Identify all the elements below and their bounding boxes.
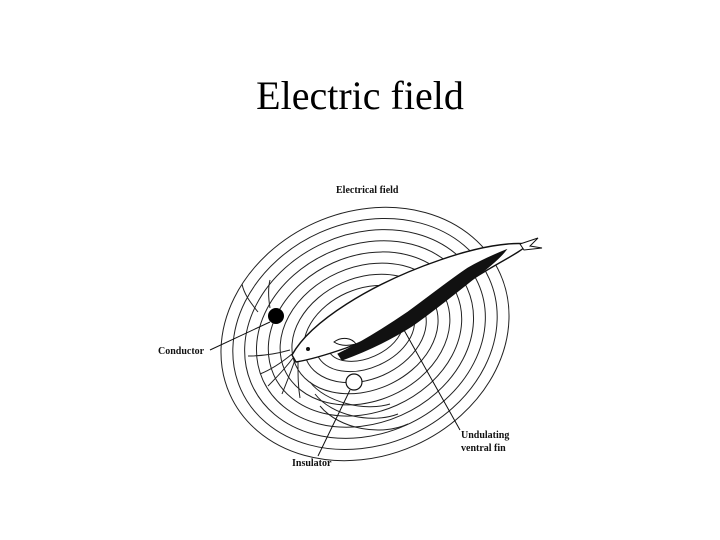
fish-eye	[306, 347, 310, 351]
fin-label-line2: ventral fin	[461, 443, 506, 454]
slide-title: Electric field	[256, 73, 464, 118]
ventral-fin	[337, 248, 508, 361]
insulator-circle	[345, 373, 363, 391]
insulator-field-lines	[309, 381, 409, 431]
conductor-label: Conductor	[158, 346, 205, 357]
insulator-label: Insulator	[292, 458, 332, 469]
leader-lines	[209, 321, 461, 457]
pectoral-fin	[333, 337, 357, 346]
electric-field-diagram: Electrical field	[150, 172, 550, 482]
head-field-lines	[241, 279, 301, 399]
fin-label-line1: Undulating	[461, 430, 509, 441]
tail-fin	[519, 237, 543, 251]
electrical-field-label: Electrical field	[336, 185, 399, 196]
conductor-dot	[268, 308, 284, 324]
